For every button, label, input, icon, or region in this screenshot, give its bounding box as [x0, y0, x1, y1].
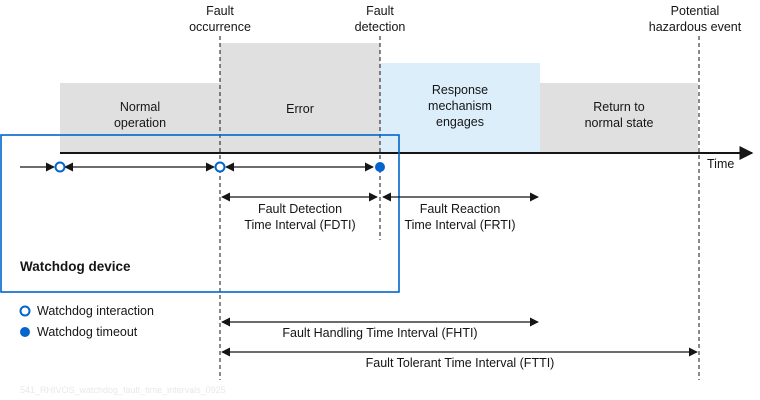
watchdog-timeout-marker [375, 162, 385, 172]
legend-interaction-label: Watchdog interaction [37, 304, 154, 318]
hazardous-event-label: Potential hazardous event [648, 4, 742, 34]
phase-box-response-mechanism [380, 63, 540, 153]
fhti-label: Fault Handling Time Interval (FHTI) [282, 326, 478, 340]
fault-occurrence-label: Fault occurrence [189, 4, 251, 34]
time-axis-label: Time [707, 157, 735, 171]
watchdog-device-label: Watchdog device [20, 259, 131, 274]
ftti-label: Fault Tolerant Time Interval (FTTI) [365, 356, 555, 370]
image-id-watermark: 541_RHIVOS_watchdog_fault_time_intervals… [20, 385, 226, 395]
watchdog-interaction-marker [214, 161, 226, 173]
phase-label-error: Error [286, 102, 314, 116]
phase-label-normal-operation: Normal operation [113, 100, 167, 130]
watchdog-device-box [0, 134, 400, 293]
legend-interaction-marker [19, 305, 31, 317]
legend-timeout-label: Watchdog timeout [37, 325, 138, 339]
frti-label: Fault Reaction Time Interval (FRTI) [404, 202, 516, 232]
fault-detection-label: Fault detection [354, 4, 406, 34]
phase-label-response-mechanism: Response mechanism engages [428, 83, 492, 129]
legend-timeout-marker [20, 327, 30, 337]
watchdog-interaction-marker [54, 161, 66, 173]
fdti-label: Fault Detection Time Interval (FDTI) [244, 202, 356, 232]
phase-label-return-to-normal: Return to normal state [584, 100, 654, 130]
phase-box-error [220, 43, 380, 153]
phase-box-return-to-normal [540, 83, 698, 153]
phase-box-normal-operation [60, 83, 220, 153]
